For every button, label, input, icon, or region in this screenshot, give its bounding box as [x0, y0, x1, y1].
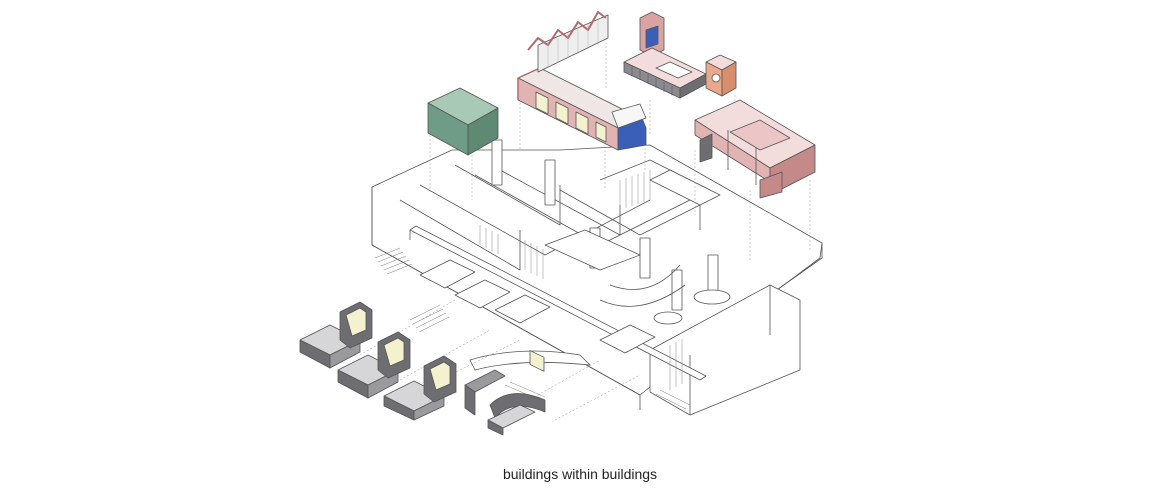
- brick-arcade-volume: [517, 67, 647, 372]
- grey-shelving-volume: [623, 11, 707, 99]
- grey-stair-module-1: [299, 301, 373, 369]
- green-box-volume: [427, 87, 499, 156]
- pink-pavilion-volume: [694, 99, 816, 199]
- orange-tower-volume: [705, 54, 737, 97]
- zigzag-screen-volume: [527, 11, 609, 73]
- grey-stair-module-3: [383, 355, 457, 421]
- grey-stair-module-2: [337, 331, 411, 399]
- diagram-caption: buildings within buildings: [502, 466, 658, 482]
- grey-arch-module: [464, 369, 546, 436]
- main-building-shell: [371, 139, 823, 416]
